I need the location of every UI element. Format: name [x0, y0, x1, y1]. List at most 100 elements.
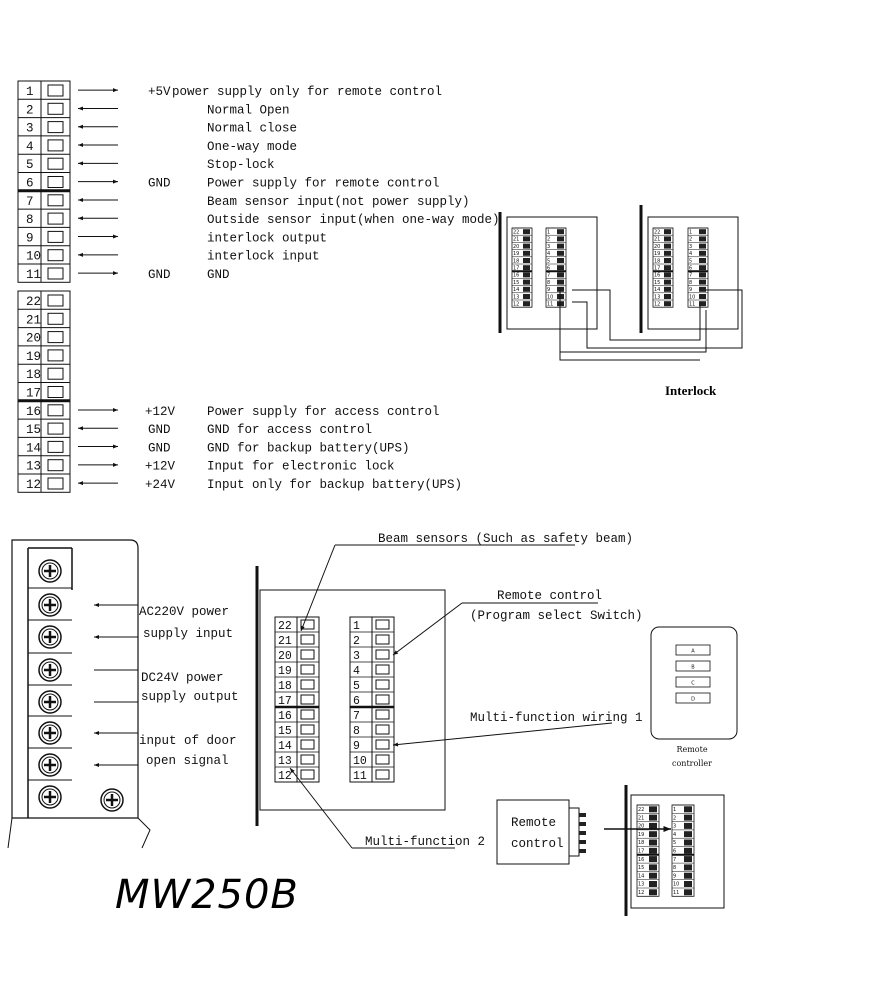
bottom-terminal-desc: Input for electronic lock: [207, 460, 395, 474]
remote-button-d[interactable]: [675, 692, 711, 704]
interlock-pin-num: 19: [513, 251, 519, 257]
interlock-pin-num: 15: [513, 280, 519, 286]
terminal-slot: [375, 769, 390, 780]
interlock-pin-num: 3: [547, 244, 550, 250]
interlock-pin-num: 6: [547, 266, 550, 272]
interlock-pin-slot: [557, 250, 564, 256]
interlock-pin-num: 3: [689, 244, 692, 250]
plug-pin: [579, 840, 586, 844]
remote-button-c[interactable]: [675, 676, 711, 688]
mini-pin-num: 7: [673, 857, 676, 863]
interlock-pin-num: 15: [654, 280, 660, 286]
top-terminal-desc: interlock output: [207, 231, 327, 245]
mini-pin-slot: [649, 806, 657, 813]
bottom-terminal-row-21: 21: [26, 312, 64, 327]
interlock-pin-num: 2: [547, 237, 550, 243]
interlock-pin-slot: [557, 236, 564, 242]
terminal-slot: [375, 709, 390, 720]
terminal-slot: [47, 267, 64, 280]
top-terminal-desc: power supply only for remote control: [172, 85, 442, 99]
interlock-pin-slot: [699, 294, 706, 299]
mini-pin-num: 22: [638, 807, 644, 813]
terminal-slot: [47, 157, 64, 170]
bottom-terminal-num: 12: [26, 478, 41, 492]
top-terminal-desc: GND: [207, 268, 230, 282]
interlock-pin-num: 2: [689, 237, 692, 243]
interlock-pin-num: 11: [547, 302, 553, 308]
terminal-slot: [300, 664, 315, 675]
interlock-pin-slot: [523, 272, 530, 278]
center-right-num: 2: [353, 635, 360, 648]
center-left-num: 18: [278, 680, 292, 693]
center-right-num: 4: [353, 665, 360, 678]
bottom-terminal-desc: GND for access control: [207, 423, 372, 437]
interlock-pin-slot: [557, 272, 564, 278]
center-left-num: 20: [278, 650, 292, 663]
terminal-slot: [300, 769, 315, 780]
mini-pin-slot: [649, 856, 657, 863]
interlock-pin-slot: [523, 229, 530, 235]
center-left-num: 22: [278, 620, 292, 633]
terminal-slot: [300, 649, 315, 660]
mini-pin-num: 4: [673, 832, 676, 838]
bottom-terminal-num: 20: [26, 332, 41, 346]
interlock-pin-slot: [664, 258, 671, 263]
terminal-slot: [375, 649, 390, 660]
remote-button-b[interactable]: [675, 660, 711, 672]
mini-pin-num: 1: [673, 807, 676, 813]
interlock-pin-num: 9: [547, 287, 550, 293]
top-terminal-desc: Normal Open: [207, 103, 290, 117]
terminal-slot: [47, 367, 64, 380]
bottom-terminal-voltage: +12V: [145, 405, 176, 419]
interlock-pin-slot: [523, 294, 530, 299]
terminal-slot: [47, 422, 64, 435]
interlock-pin-slot: [557, 258, 564, 263]
remote-button-a[interactable]: [675, 644, 711, 656]
bottom-terminal-num: 13: [26, 460, 41, 474]
interlock-pin-num: 20: [654, 244, 660, 250]
interlock-pin-num: 6: [689, 266, 692, 272]
screw-icon: [38, 753, 62, 777]
power-label-4: supply output: [141, 690, 239, 704]
bottom-terminal-frame: [17, 290, 71, 493]
top-terminal-num: 5: [26, 158, 34, 172]
bottom-terminal-desc: Input only for backup battery(UPS): [207, 478, 462, 492]
top-terminal-desc: interlock input: [207, 250, 320, 264]
interlock-pin-num: 16: [654, 273, 660, 279]
interlock-pin-slot: [557, 279, 564, 285]
plug-pin: [579, 813, 586, 817]
callout-beam: Beam sensors (Such as safety beam): [378, 532, 633, 546]
interlock-pin-num: 12: [654, 302, 660, 308]
mini-pin-num: 9: [673, 873, 676, 879]
bottom-terminal-voltage: GND: [148, 423, 171, 437]
interlock-pin-num: 7: [689, 273, 692, 279]
bottom-terminal-num: 14: [26, 441, 41, 455]
center-left-num: 21: [278, 635, 292, 648]
terminal-slot: [375, 634, 390, 645]
mini-pin-num: 16: [638, 857, 644, 863]
mini-pin-slot: [684, 822, 692, 829]
remote-button-label: D: [691, 697, 695, 703]
mini-pin-slot: [684, 847, 692, 854]
interlock-pin-slot: [523, 250, 530, 256]
bottom-terminal-row-17: 17: [26, 386, 64, 401]
interlock-pin-num: 18: [513, 258, 519, 264]
center-left-num: 19: [278, 665, 292, 678]
top-terminal-desc: Outside sensor input(when one-way mode): [207, 213, 500, 227]
top-terminal-num: 8: [26, 213, 34, 227]
interlock-pin-num: 8: [689, 280, 692, 286]
terminal-slot: [300, 739, 315, 750]
bottom-terminal-row-19: 19: [26, 349, 64, 364]
interlock-pin-num: 21: [654, 237, 660, 243]
interlock-pin-slot: [523, 279, 530, 285]
terminal-slot: [375, 694, 390, 705]
center-right-num: 11: [353, 770, 367, 783]
mini-pin-slot: [649, 872, 657, 879]
